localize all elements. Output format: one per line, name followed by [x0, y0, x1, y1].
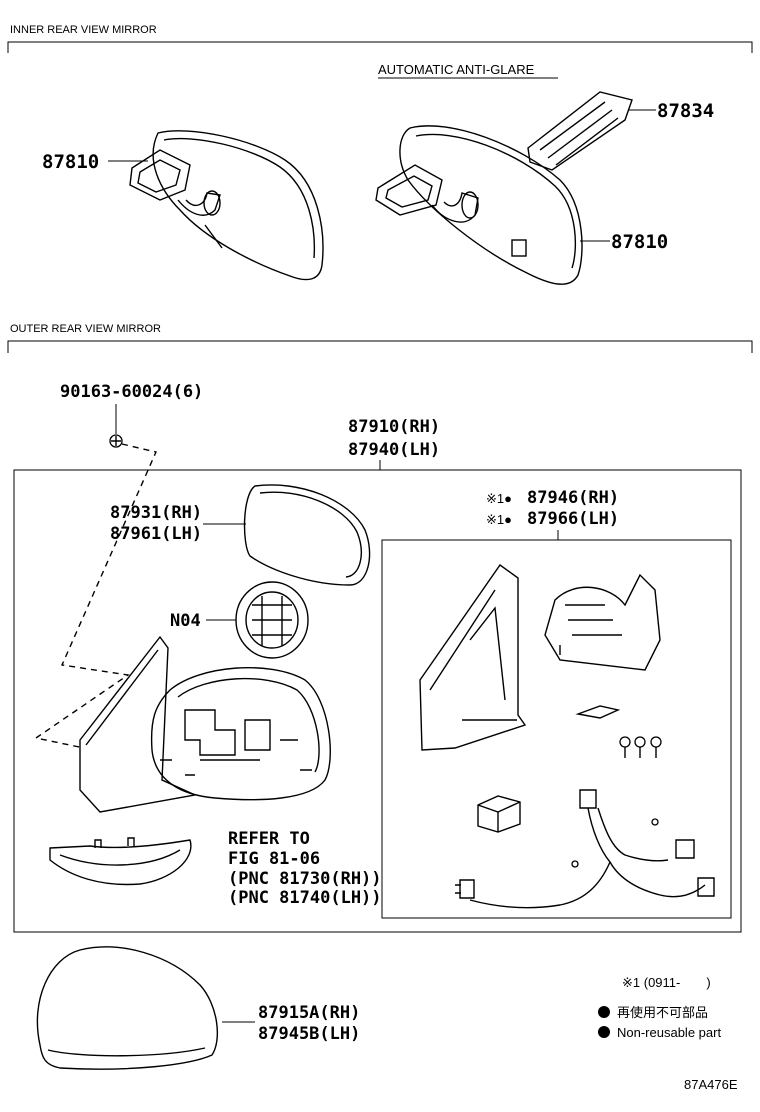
part-87810-left: 87810	[42, 151, 99, 173]
legend-bullet-jp	[598, 1006, 610, 1018]
refer-line-3: (PNC 81730(RH))	[228, 869, 382, 889]
sub-assembly-parts-drawing	[419, 564, 715, 909]
part-assy-lh: 87940(LH)	[348, 440, 440, 460]
turn-signal-lamp-drawing	[49, 837, 192, 886]
part-screw: 90163-60024(6)	[60, 382, 203, 402]
mirror-base-and-housing-drawing	[79, 635, 331, 813]
mirror-glass-drawing	[243, 484, 371, 586]
inner-mirror-standard-drawing	[129, 130, 324, 281]
part-mirror-rh: 87931(RH)	[110, 503, 202, 523]
refer-line-1: REFER TO	[228, 829, 310, 849]
sub-mark-rh: ※1●	[486, 491, 512, 506]
section-bracket-inner	[7, 41, 753, 53]
part-assy-rh: 87910(RH)	[348, 417, 440, 437]
refer-line-4: (PNC 81740(LH))	[228, 888, 382, 908]
part-sub-lh: 87966(LH)	[527, 509, 619, 529]
section-bracket-outer	[7, 340, 753, 353]
screw-dashed-leader	[34, 443, 157, 749]
sub-mark-lh: ※1●	[486, 512, 512, 527]
legend-note: ※1 (0911- )	[622, 975, 711, 990]
section-title-outer: OUTER REAR VIEW MIRROR	[10, 323, 161, 335]
subtitle-automatic-anti-glare: AUTOMATIC ANTI-GLARE	[378, 62, 535, 77]
screw-drawing	[109, 434, 123, 448]
part-87834: 87834	[657, 100, 714, 122]
motor-drawing	[235, 581, 309, 659]
part-sub-rh: 87946(RH)	[527, 488, 619, 508]
legend-jp: 再使用不可部品	[617, 1005, 708, 1020]
sub-assembly-frame	[381, 539, 732, 919]
section-title-inner: INNER REAR VIEW MIRROR	[10, 24, 157, 36]
part-motor: N04	[170, 611, 201, 631]
part-cap-rh: 87915A(RH)	[258, 1003, 360, 1023]
part-87810-right: 87810	[611, 231, 668, 253]
figure-id: 87A476E	[684, 1077, 738, 1092]
inner-mirror-anti-glare-drawing	[375, 91, 633, 285]
mirror-cap-drawing	[36, 946, 219, 1070]
assembly-frame	[13, 469, 742, 933]
legend-en: Non-reusable part	[617, 1025, 721, 1040]
part-mirror-lh: 87961(LH)	[110, 524, 202, 544]
refer-line-2: FIG 81-06	[228, 849, 320, 869]
legend-bullet-en	[598, 1026, 610, 1038]
part-cap-lh: 87945B(LH)	[258, 1024, 360, 1044]
